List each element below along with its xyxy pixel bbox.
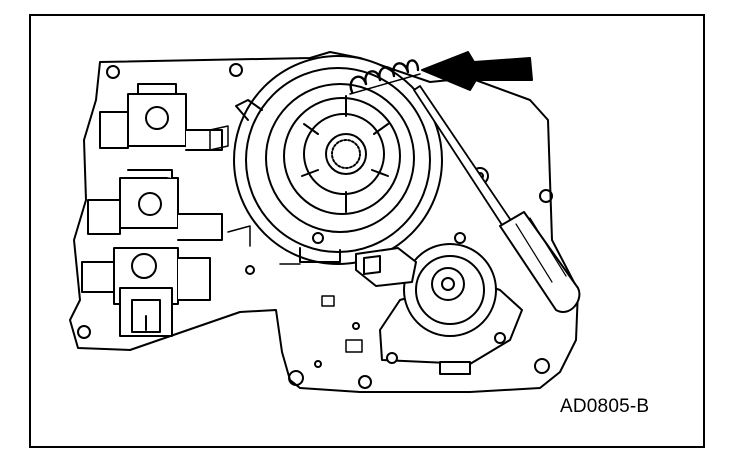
circular-housing [233, 55, 443, 265]
figure-caption: AD0805-B [560, 396, 650, 417]
spring [349, 59, 421, 95]
sensor-assembly [355, 243, 523, 375]
screwdriver [413, 85, 581, 313]
solenoid-top [99, 83, 223, 151]
solenoid-middle [87, 169, 223, 241]
solenoid-bottom [81, 247, 211, 337]
pointer-arrow [421, 51, 533, 91]
plate-details [209, 125, 363, 353]
